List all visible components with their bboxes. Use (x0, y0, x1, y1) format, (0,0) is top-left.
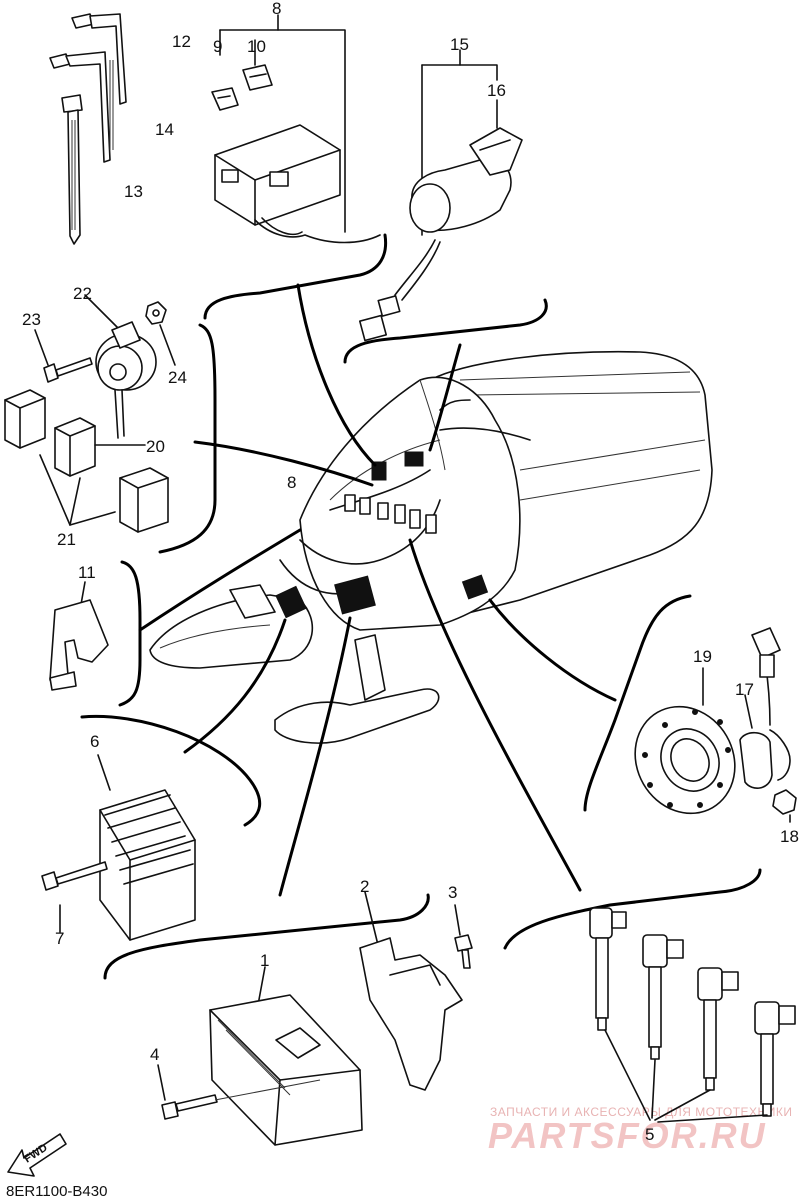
coil (754, 1001, 796, 1117)
callout-11: 11 (78, 563, 96, 582)
drawing-code: 8ER1100-B430 (6, 1183, 107, 1199)
ecu-1 (209, 994, 363, 1146)
rectifier-6 (41, 754, 196, 941)
callout-12: 12 (172, 32, 191, 51)
callout-8: 8 (272, 0, 281, 18)
callout-22: 22 (73, 284, 92, 303)
ecu-mark (334, 575, 376, 615)
connector-mark (275, 585, 307, 619)
callout-6: 6 (90, 732, 99, 751)
main-switch (358, 49, 523, 342)
callout-1: 1 (260, 951, 269, 970)
spark-plug-caps (344, 494, 437, 534)
coil (697, 967, 739, 1091)
ecu-group (157, 891, 473, 1146)
fuse-9 (211, 87, 239, 111)
callout-10: 10 (247, 37, 266, 56)
callout-13: 13 (124, 182, 143, 201)
sensor-17 (739, 731, 773, 789)
relay-b (119, 467, 169, 533)
callout-9: 9 (213, 37, 222, 56)
callout-4: 4 (150, 1045, 159, 1064)
ignition-coils (589, 907, 796, 1123)
fwd-arrow-icon: FWD (7, 1133, 67, 1177)
callout-20: 20 (146, 437, 165, 456)
callout-15: 15 (450, 35, 469, 54)
callout-3: 3 (448, 883, 457, 902)
bracket-2 (359, 937, 463, 1091)
tie-13 (61, 94, 83, 113)
callout-24: 24 (168, 368, 187, 387)
relay-mark (371, 461, 387, 481)
bolt-23 (43, 363, 59, 383)
leader-lines (138, 283, 617, 897)
callout-23: 23 (22, 310, 41, 329)
group-brackets (80, 233, 762, 980)
callout-7: 7 (55, 929, 64, 948)
sensor-mark (461, 574, 489, 600)
callout-5: 5 (645, 1125, 654, 1144)
relay-a (4, 389, 46, 449)
callout-14: 14 (155, 120, 174, 139)
watermark-brand: PARTSFOR.RU (488, 1115, 767, 1156)
fuse-10 (242, 64, 273, 91)
bolt-7 (41, 871, 59, 891)
callout-17: 17 (735, 680, 754, 699)
callout-8-body: 8 (287, 473, 296, 492)
relays-and-horn (4, 294, 176, 533)
relay-20 (54, 417, 96, 477)
pickup-group (634, 627, 797, 823)
bolt-4 (161, 1101, 179, 1120)
callout-21: 21 (57, 530, 76, 549)
fuse-box-group (211, 14, 381, 244)
nut-18 (772, 789, 797, 815)
callout-16: 16 (487, 81, 506, 100)
callout-18: 18 (780, 827, 799, 846)
cable-ties (49, 13, 127, 245)
callouts: 1 2 3 4 5 6 7 8 9 10 11 12 13 14 15 16 1… (22, 0, 799, 1144)
coil (589, 907, 627, 1031)
relay-mark (404, 451, 424, 467)
bolt-3 (454, 934, 473, 952)
coil (642, 934, 684, 1060)
callout-2: 2 (360, 877, 369, 896)
callout-19: 19 (693, 647, 712, 666)
bracket-11 (49, 581, 109, 691)
watermark: ЗАПЧАСТИ И АКСЕССУАРЫ ДЛЯ МОТОТЕХНИКИ PA… (488, 1105, 792, 1156)
watermark-caption: ЗАПЧАСТИ И АКСЕССУАРЫ ДЛЯ МОТОТЕХНИКИ (490, 1105, 792, 1119)
